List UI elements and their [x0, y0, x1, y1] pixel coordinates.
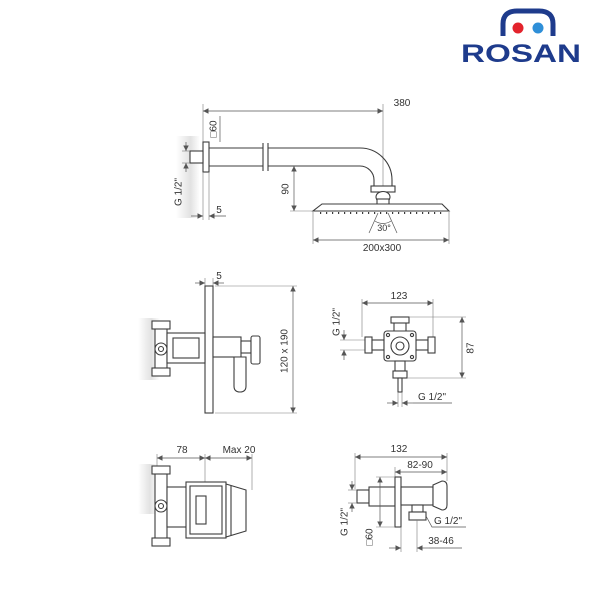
outlet-neck — [368, 486, 396, 507]
shower-holder — [432, 480, 448, 511]
mounting-bolt — [409, 332, 415, 338]
left-inlet-pipe — [371, 339, 385, 351]
cartridge — [195, 495, 207, 525]
hose-nut — [408, 511, 427, 521]
thread-connector — [189, 150, 204, 164]
valve-port-inner — [157, 502, 165, 510]
spray-angle-label: 30° — [377, 223, 391, 233]
mixer-side-view-drawing: 5 120 x 190 — [138, 271, 297, 414]
outlet-flange — [394, 476, 402, 528]
bottom-outlet-spout — [397, 377, 403, 393]
adjust-range-label: 82-90 — [407, 460, 433, 471]
logo-wordmark: ROSAN — [461, 40, 581, 68]
inlet-thread — [356, 489, 370, 504]
shower-arm-drawing: 380 □60 G 1/2" 5 90 — [174, 98, 451, 254]
right-inlet-cap — [427, 336, 436, 354]
wall-outlet-drawing: 132 82-90 G 1/2" □60 G 1/2" 38-46 — [340, 444, 466, 552]
cartridge-seat-inner — [395, 341, 405, 351]
shower-head-nozzles — [316, 211, 446, 214]
thread-label: G 1/2" — [174, 178, 185, 206]
outlet-thread-label: G 1/2" — [418, 392, 446, 403]
top-outlet-cap — [390, 316, 410, 324]
logo-arch — [500, 8, 556, 36]
wall-cover-label: Max 20 — [223, 445, 256, 456]
bottom-outlet-cap — [392, 370, 408, 379]
flange-size-label: □60 — [365, 528, 376, 546]
hose-connector — [411, 504, 424, 513]
inlet-thread-label: G 1/2" — [332, 308, 343, 336]
bottom-outlet-pipe — [394, 360, 406, 372]
right-inlet-pipe — [415, 339, 429, 351]
wall-shadow — [138, 464, 158, 514]
body-depth-label: 78 — [176, 445, 188, 456]
mounting-bolt — [385, 354, 391, 360]
outlet-offset-label: 38-46 — [428, 536, 454, 547]
flange-size-label: □60 — [209, 120, 220, 138]
valve-port-inner — [157, 345, 165, 353]
valve-top-fitting — [151, 320, 171, 330]
mixer-front-view-drawing: 123 G 1/2" 87 G 1/2" — [332, 291, 477, 407]
valve-top-fitting — [151, 465, 171, 475]
valve-bottom-fitting — [151, 537, 171, 547]
mixer-installation-drawing: 78 Max 20 — [138, 445, 256, 547]
outlet-body — [400, 486, 434, 506]
cartridge-housing — [212, 336, 242, 358]
cover-cap — [225, 483, 247, 538]
handle-knob — [250, 335, 261, 365]
valve-bottom-fitting — [151, 367, 171, 377]
logo-blue-dot — [532, 22, 544, 34]
outlet-length-label: 132 — [391, 444, 408, 455]
left-inlet-cap — [364, 336, 373, 354]
drop-height-label: 90 — [281, 183, 292, 195]
valve-width-label: 123 — [391, 291, 408, 302]
logo-red-dot — [512, 22, 524, 34]
spray-line — [387, 212, 398, 234]
hose-thread-leader — [425, 515, 466, 528]
shower-head — [311, 203, 451, 212]
cover-plate — [204, 285, 214, 414]
wall-flange — [202, 141, 210, 173]
mounting-bolt — [385, 332, 391, 338]
arm-bend-inner — [268, 165, 375, 186]
brand-logo: ROSAN — [461, 8, 581, 68]
spray-line — [368, 212, 379, 234]
inlet-thread-label: G 1/2" — [340, 508, 351, 536]
spray-angle-arc — [374, 220, 392, 224]
valve-height-label: 87 — [466, 342, 477, 354]
mounting-bolt — [409, 354, 415, 360]
plate-depth-label: 5 — [216, 271, 222, 282]
cartridge-stem — [240, 340, 252, 354]
hose-thread-label: G 1/2" — [434, 516, 462, 527]
head-size-label: 200x300 — [363, 243, 402, 254]
valve-body-inner — [172, 337, 200, 359]
handle-lever — [233, 356, 247, 393]
flange-depth-label: 5 — [216, 205, 222, 216]
arm-length-label: 380 — [394, 98, 411, 109]
plate-size-label: 120 x 190 — [280, 329, 291, 373]
arm-bend-outer — [268, 147, 393, 186]
